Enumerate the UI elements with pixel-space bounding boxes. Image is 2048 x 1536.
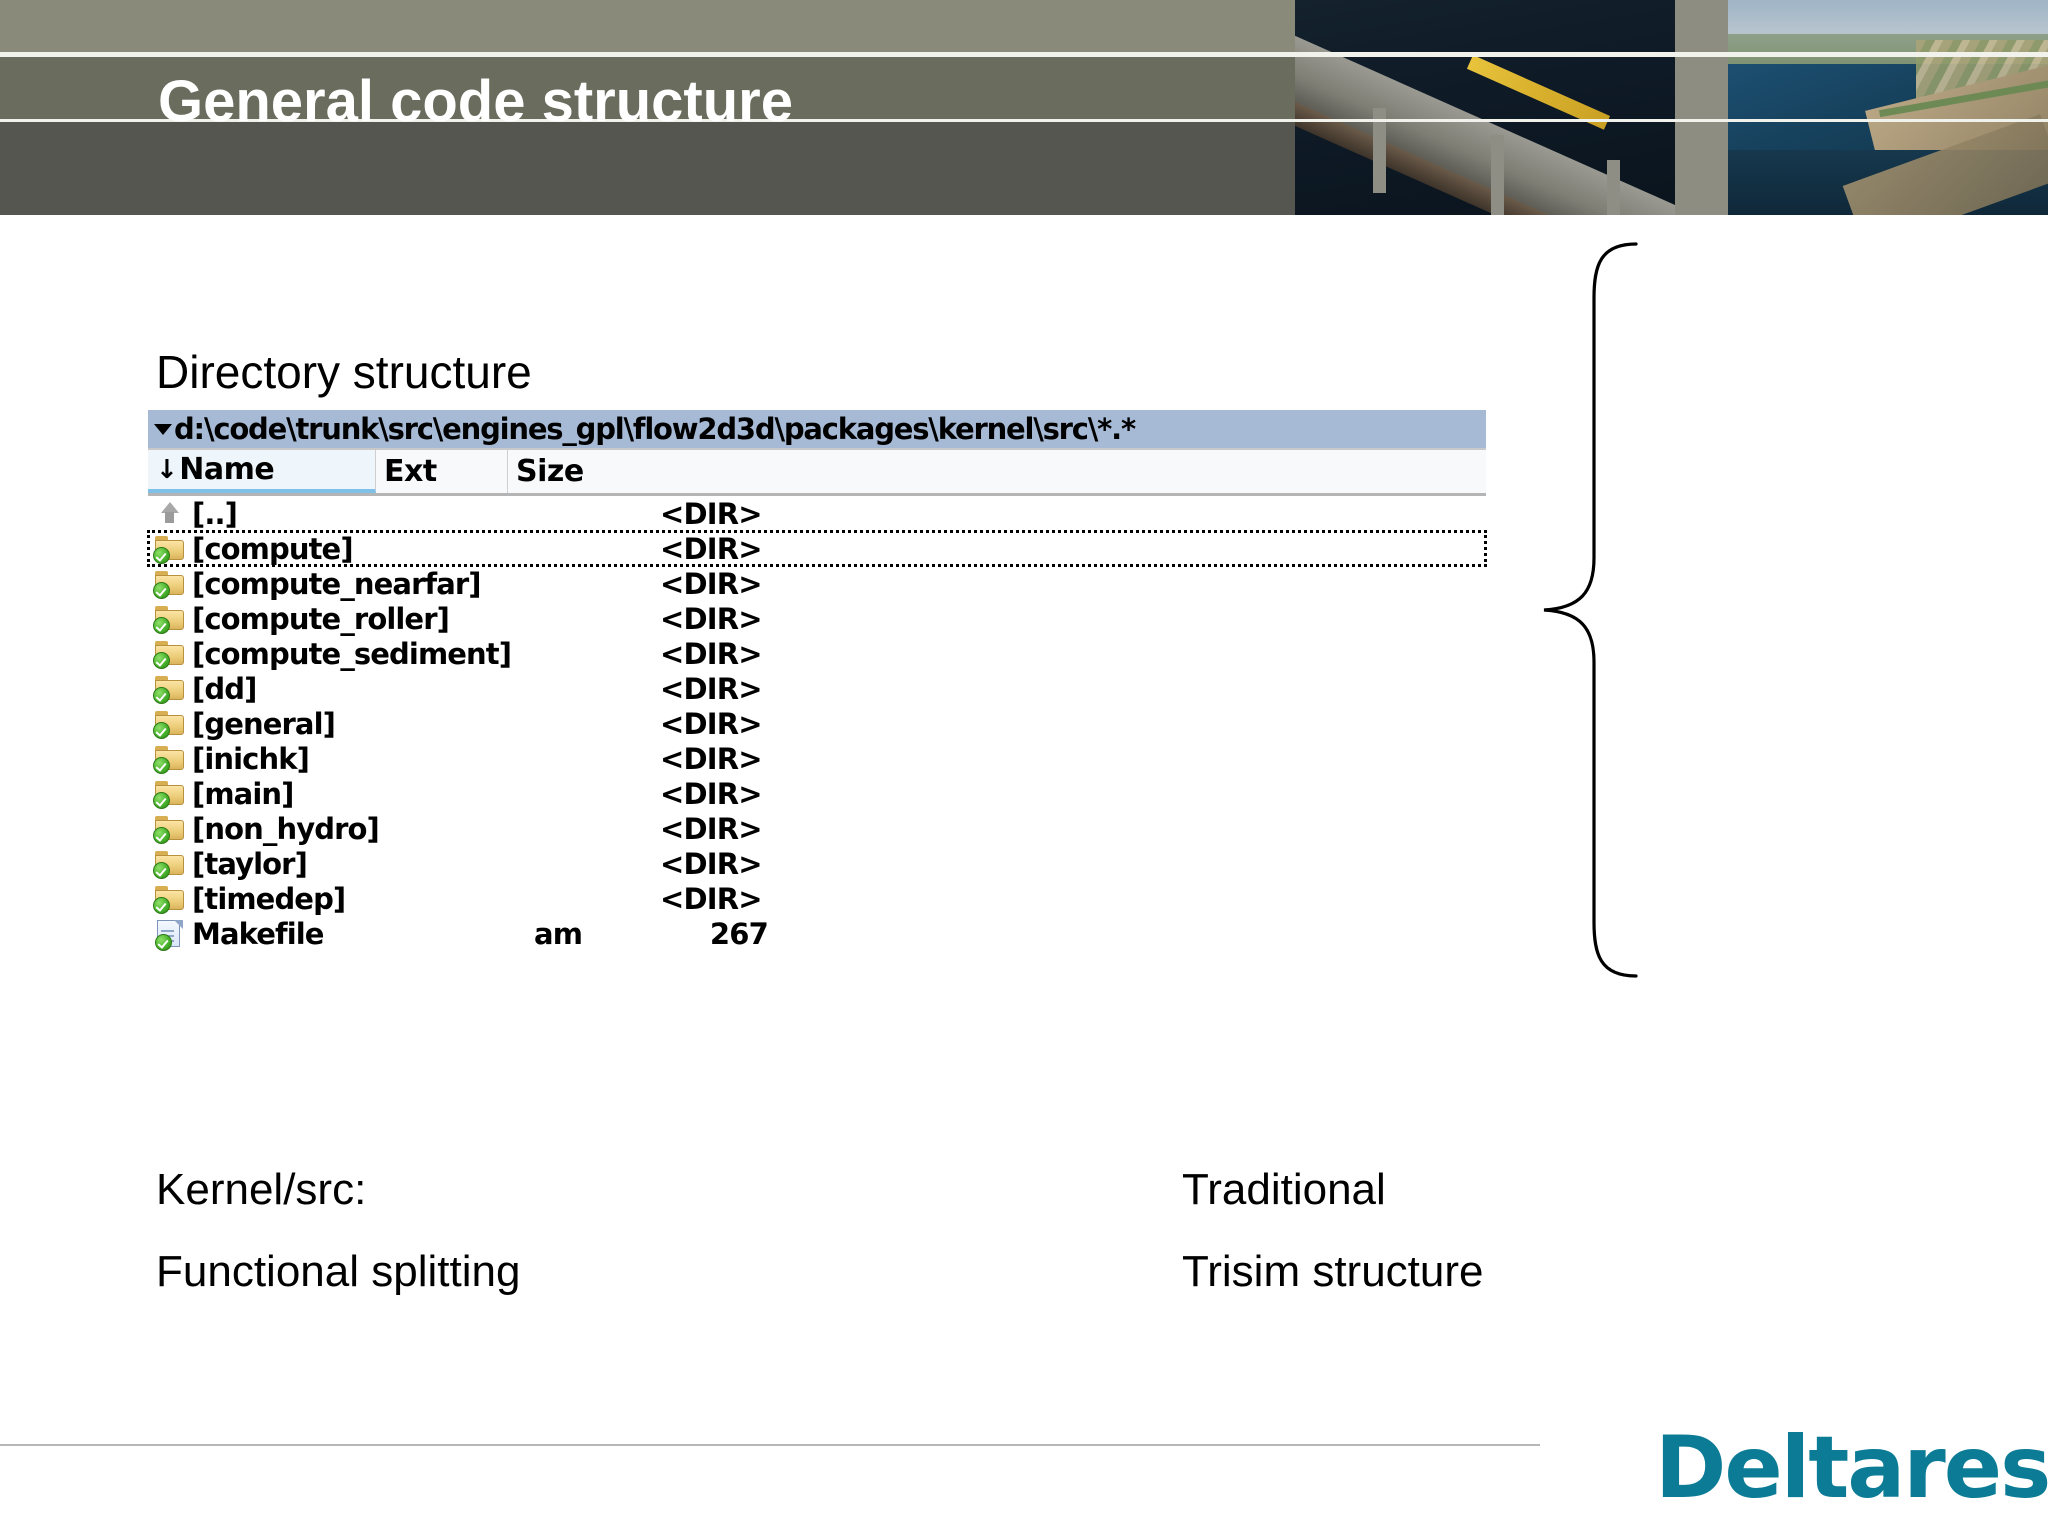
file-row-size: <DIR> — [660, 531, 763, 566]
file-row-name: [compute_roller] — [192, 601, 450, 636]
slide-header: General code structure — [0, 0, 2048, 215]
document-icon — [148, 919, 192, 951]
header-rule-top — [0, 52, 2048, 57]
file-row-size: 267 — [709, 916, 769, 951]
folder-icon — [148, 606, 192, 634]
file-row[interactable]: [timedep] <DIR> — [148, 881, 1486, 916]
header-photo-bridge — [1295, 0, 1675, 215]
folder-icon — [148, 676, 192, 704]
file-row-ext: am — [534, 916, 583, 951]
file-row-size: <DIR> — [660, 566, 763, 601]
folder-icon — [148, 746, 192, 774]
header-photo-gap — [1675, 0, 1728, 215]
column-header-size[interactable]: Size — [508, 450, 1486, 493]
header-photo-rule-bottom — [1295, 119, 2048, 122]
chevron-down-icon[interactable] — [154, 423, 172, 435]
file-row-size: <DIR> — [660, 601, 763, 636]
deltares-logo: Deltares — [1655, 1418, 2048, 1518]
file-manager-panel: d:\code\trunk\src\engines_gpl\flow2d3d\p… — [147, 410, 1487, 951]
file-row[interactable]: [taylor] <DIR> — [148, 846, 1486, 881]
folder-icon — [148, 851, 192, 879]
up-folder-icon — [148, 501, 192, 527]
file-row[interactable]: [compute_sediment] <DIR> — [148, 636, 1486, 671]
page-title: General code structure — [158, 69, 793, 134]
file-row-name: [non_hydro] — [192, 811, 380, 846]
file-row[interactable]: [..] <DIR> — [148, 496, 1486, 531]
file-row-name: [..] — [192, 496, 238, 531]
header-photo-delta — [1728, 0, 2048, 215]
column-header-ext[interactable]: Ext — [376, 450, 508, 493]
caption-left-line2: Functional splitting — [156, 1247, 521, 1296]
section-label-directory-structure: Directory structure — [156, 346, 532, 398]
file-row-name: [compute] — [192, 531, 354, 566]
file-row-size: <DIR> — [660, 881, 763, 916]
file-row-size: <DIR> — [660, 671, 763, 706]
file-row-name: [inichk] — [192, 741, 310, 776]
file-row-name: [timedep] — [192, 881, 346, 916]
file-row[interactable]: [compute] <DIR> — [147, 530, 1487, 567]
footer-divider — [0, 1444, 1540, 1446]
file-row[interactable]: [compute_nearfar] <DIR> — [148, 566, 1486, 601]
file-row-size: <DIR> — [660, 741, 763, 776]
file-row[interactable]: [inichk] <DIR> — [148, 741, 1486, 776]
column-header-name-label: Name — [179, 452, 275, 487]
column-header-size-label: Size — [516, 454, 584, 489]
caption-right-line2: Trisim structure — [1182, 1247, 1484, 1296]
file-row-name: [general] — [192, 706, 336, 741]
folder-icon — [148, 816, 192, 844]
caption-left-line1: Kernel/src: — [156, 1165, 367, 1214]
file-row-name: [taylor] — [192, 846, 308, 881]
folder-icon — [148, 536, 192, 564]
file-row[interactable]: [dd] <DIR> — [148, 671, 1486, 706]
file-row-size: <DIR> — [660, 706, 763, 741]
bridge-pier — [1607, 160, 1620, 215]
folder-icon — [148, 641, 192, 669]
folder-icon — [148, 711, 192, 739]
header-photo-rule-top — [1295, 52, 2048, 57]
column-header-name[interactable]: ↓ Name — [148, 450, 376, 493]
caption-right-line1: Traditional — [1182, 1165, 1386, 1214]
column-header-row: ↓ Name Ext Size — [148, 450, 1486, 496]
file-row[interactable]: [main] <DIR> — [148, 776, 1486, 811]
folder-icon — [148, 886, 192, 914]
file-row[interactable]: [non_hydro] <DIR> — [148, 811, 1486, 846]
file-row-size: <DIR> — [660, 636, 763, 671]
sort-descending-icon: ↓ — [156, 454, 178, 485]
file-row-name: [dd] — [192, 671, 257, 706]
file-row-name: [main] — [192, 776, 294, 811]
file-row[interactable]: Makefile am 267 — [148, 916, 1486, 951]
file-row[interactable]: [general] <DIR> — [148, 706, 1486, 741]
header-rule-bottom — [0, 119, 2048, 122]
path-text: d:\code\trunk\src\engines_gpl\flow2d3d\p… — [174, 412, 1136, 446]
delta-sky — [1728, 0, 2048, 36]
file-row-size: <DIR> — [660, 811, 763, 846]
grouping-brace — [1540, 240, 1660, 980]
file-row[interactable]: [compute_roller] <DIR> — [148, 601, 1486, 636]
bridge-pier — [1373, 108, 1386, 193]
file-row-name: Makefile — [192, 916, 324, 951]
folder-icon — [148, 571, 192, 599]
file-list: [..]<DIR>[compute]<DIR>[compute_nearfar]… — [147, 496, 1487, 951]
file-row-size: <DIR> — [660, 846, 763, 881]
file-row-name: [compute_sediment] — [192, 636, 512, 671]
file-row-size: <DIR> — [660, 496, 763, 531]
bridge-pier — [1491, 135, 1504, 215]
path-bar[interactable]: d:\code\trunk\src\engines_gpl\flow2d3d\p… — [148, 410, 1486, 450]
column-header-ext-label: Ext — [384, 454, 437, 489]
file-row-name: [compute_nearfar] — [192, 566, 482, 601]
brace-svg — [1543, 242, 1638, 978]
file-row-size: <DIR> — [660, 776, 763, 811]
folder-icon — [148, 781, 192, 809]
